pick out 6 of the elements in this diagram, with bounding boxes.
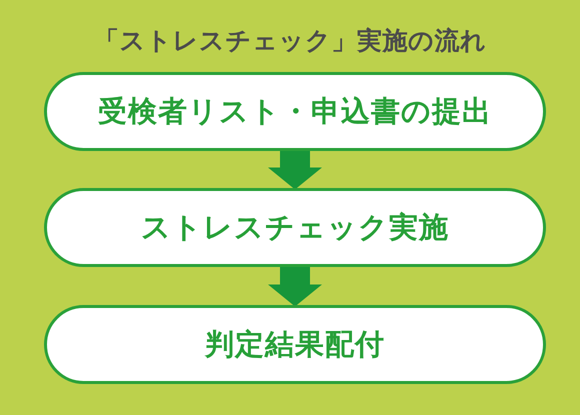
step-text: 受検者リスト・申込書の提出: [98, 92, 492, 130]
arrow: [268, 150, 322, 190]
step-text: ストレスチェック実施: [141, 208, 449, 246]
arrow: [268, 266, 322, 306]
step-text: 判定結果配付: [205, 326, 385, 362]
title: 「ストレスチェック」実施の流れ: [94, 26, 486, 55]
